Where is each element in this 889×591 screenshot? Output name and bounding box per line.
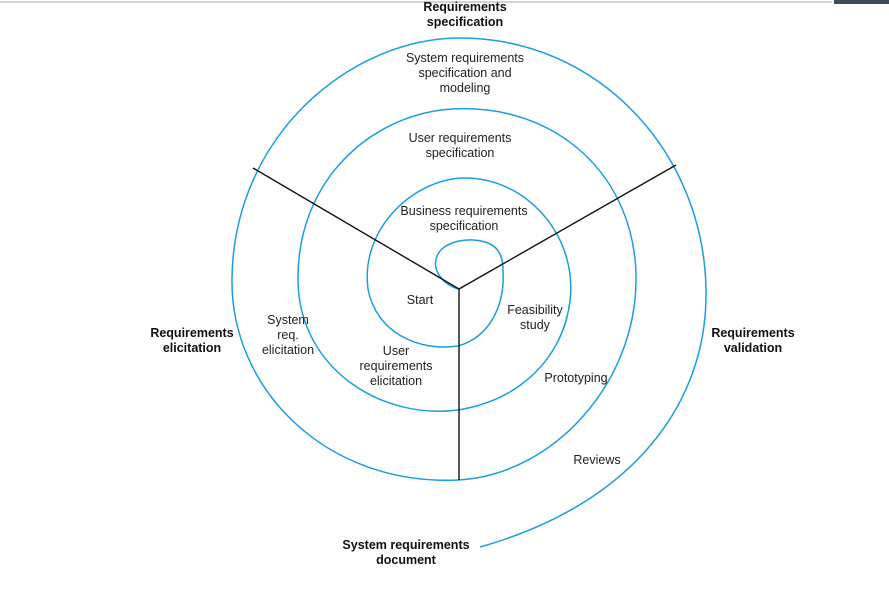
label-start-line: Start (406, 293, 434, 307)
label-user-req-elicitation-line: requirements (359, 359, 433, 373)
label-system-req-spec-modeling-line: specification and (418, 66, 512, 80)
label-requirements-elicitation-line: Requirements (150, 326, 234, 340)
label-business-req-spec-line: Business requirements (400, 204, 528, 218)
label-prototyping-line: Prototyping (544, 371, 608, 385)
label-system-req-elicitation-line: elicitation (261, 343, 315, 357)
label-system-req-elicitation-line: req. (277, 328, 299, 342)
label-system-req-spec-modeling-line: modeling (439, 81, 491, 95)
label-user-req-spec-line: specification (425, 146, 495, 160)
label-feasibility-study-line: Feasibility (507, 303, 563, 317)
label-user-req-spec-line: User requirements (408, 131, 512, 145)
label-prototyping: Prototyping (538, 371, 614, 386)
label-requirements-specification-line: Requirements (423, 0, 507, 14)
spiral-ring-1 (366, 177, 572, 411)
top-corner-bar (834, 0, 889, 4)
spiral-hook (434, 239, 504, 290)
label-requirements-validation-line: validation (723, 341, 783, 355)
dividers (252, 164, 677, 480)
label-start: Start (395, 293, 445, 308)
label-reviews-line: Reviews (573, 453, 621, 467)
spiral (231, 37, 707, 548)
label-requirements-validation-line: Requirements (711, 326, 795, 340)
label-business-req-spec-line: specification (429, 219, 499, 233)
label-system-requirements-document-line: System requirements (342, 538, 470, 552)
spiral-ring-3 (231, 37, 707, 548)
label-system-req-elicitation-line: System (267, 313, 309, 327)
divider-right (458, 164, 677, 290)
label-system-req-spec-modeling-line: System requirements (405, 51, 525, 65)
label-user-req-elicitation-line: elicitation (369, 374, 423, 388)
divider-left (252, 167, 460, 290)
label-requirements-elicitation-line: elicitation (162, 341, 222, 355)
spiral-ring-2 (297, 107, 637, 481)
label-system-requirements-document-line: document (376, 553, 436, 567)
label-user-req-elicitation-line: User (382, 344, 410, 358)
label-reviews: Reviews (566, 453, 628, 468)
label-feasibility-study-line: study (520, 318, 550, 332)
label-requirements-specification-line: specification (426, 15, 504, 29)
